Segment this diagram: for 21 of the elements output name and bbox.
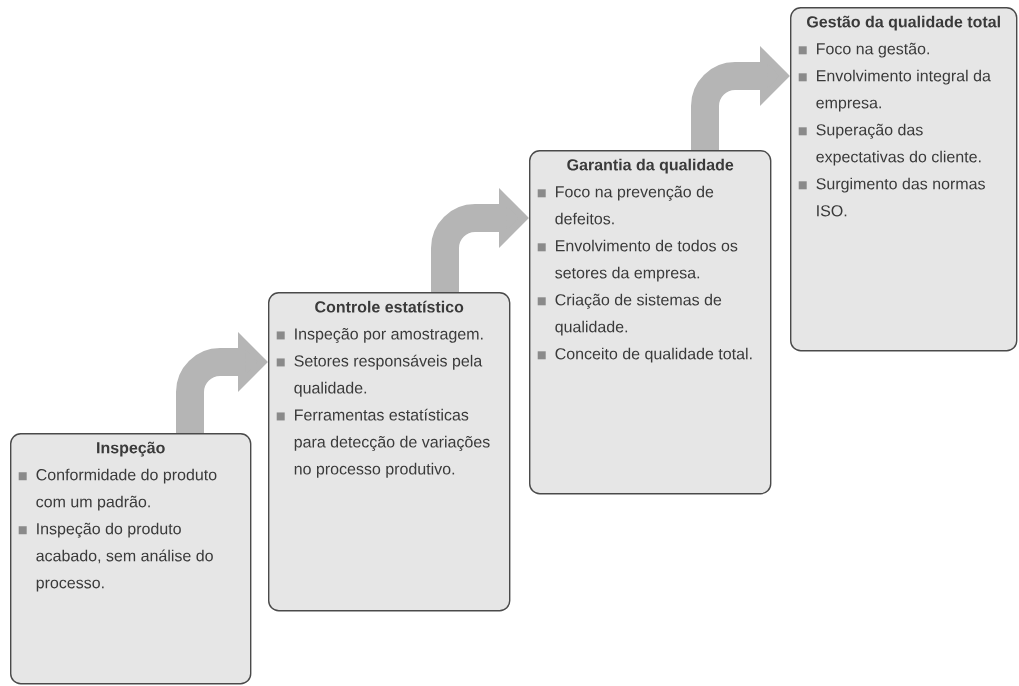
bullet-item: Superação das expectativas do cliente. [798,123,981,166]
stage-box [268,292,511,612]
bullet-item: Inspeção por amostragem. [276,327,483,343]
bullet-item: Setores responsáveis pela qualidade. [276,354,483,397]
bullet-item: Envolvimento integral da empresa. [798,69,991,112]
box-heading: Gestão da qualidade total [807,15,1000,31]
box-heading: Inspeção [97,441,165,457]
bullet-item: Foco na prevenção de defeitos. [537,185,714,225]
bullet-item: Criação de sistemas de qualidade. [537,293,722,336]
bullet-item: Surgimento das normas ISO. [798,177,985,217]
bullet-item: Conformidade do produto com um padrão. [18,468,217,511]
bullet-item: Envolvimento de todos os setores da empresa. [537,239,738,282]
box-heading: Garantia da qualidade [567,158,734,174]
bullet-item: Inspeção do produto acabado, sem análise do processo. [18,522,213,592]
box-heading: Controle estatístico [315,300,464,313]
stage-box [529,150,772,495]
bullet-item: Ferramentas estatísticas para detecção de variações no processo produtivo. [276,408,490,478]
stage-box [790,7,1018,352]
stage-box [10,433,252,685]
bullet-item: Foco na gestão. [798,42,929,58]
bullet-item: Conceito de qualidade total. [537,347,752,363]
